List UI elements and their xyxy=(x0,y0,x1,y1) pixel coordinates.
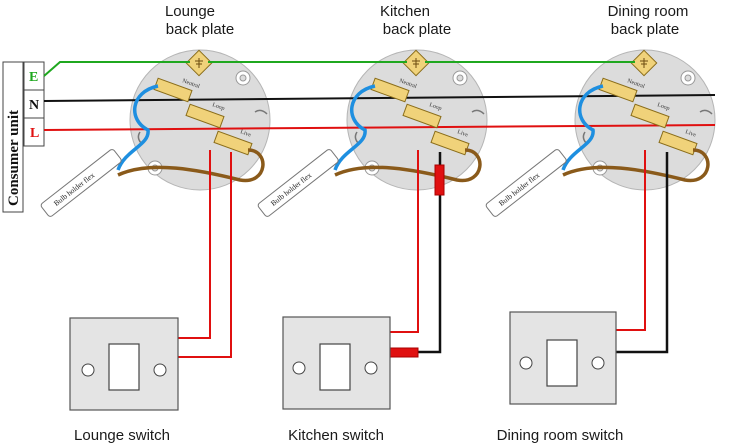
live-terminal-label: L xyxy=(30,126,39,141)
back-plate-title: Dining room xyxy=(608,3,689,20)
back-plate-title: back plate xyxy=(383,21,451,38)
loop-label: Loop xyxy=(211,102,225,112)
consumer-unit-label: Consumer unit xyxy=(6,110,22,206)
red-sleeve-marker xyxy=(434,164,445,196)
bulb-holder-flex-label: Bulb holder flex xyxy=(52,170,96,208)
live-label: Live xyxy=(239,129,252,139)
screw-icon xyxy=(81,363,95,377)
bulb-holder-flex-label: Bulb holder flex xyxy=(497,170,541,208)
screw-icon xyxy=(364,361,378,375)
switch-label: Kitchen switch xyxy=(288,427,384,444)
supply-cables xyxy=(43,61,716,131)
bulb-holder-flex-label: Bulb holder flex xyxy=(269,170,313,208)
neutral-label: Neutral xyxy=(398,78,417,90)
switch-label: Dining room switch xyxy=(497,427,624,444)
switch-titles: Lounge switch Kitchen switch Dining room… xyxy=(74,427,623,444)
loop-label: Loop xyxy=(656,102,670,112)
loop-label: Loop xyxy=(428,102,442,112)
screw-icon xyxy=(519,356,533,370)
switch-cables xyxy=(176,150,669,358)
back-plate-title: Lounge xyxy=(165,3,215,20)
live-label: Live xyxy=(456,129,469,139)
rocker-icon xyxy=(319,343,351,391)
back-plate-title: Kitchen xyxy=(380,3,430,20)
back-plate-title: back plate xyxy=(166,21,234,38)
earth-terminal-icon xyxy=(185,49,213,77)
switch-lounge xyxy=(69,317,179,411)
back-plate-title: back plate xyxy=(611,21,679,38)
screw-icon xyxy=(591,356,605,370)
earth-terminals xyxy=(185,49,658,77)
live-label: Live xyxy=(684,129,697,139)
earth-terminal-label: E xyxy=(29,70,38,85)
switch-label: Lounge switch xyxy=(74,427,170,444)
rocker-icon xyxy=(108,343,140,391)
back-plate-titles: Lounge back plate Kitchen back plate Din… xyxy=(165,3,688,38)
terminal-blocks xyxy=(153,77,698,156)
switch-kitchen xyxy=(282,316,391,410)
screw-icon xyxy=(292,361,306,375)
neutral-label: Neutral xyxy=(181,78,200,90)
terminal-labels: Neutral Loop Live Neutral Loop Live Neut… xyxy=(181,78,697,139)
red-sleeve-marker xyxy=(387,347,419,358)
screw-icon xyxy=(153,363,167,377)
consumer-unit: Consumer unit E N L xyxy=(2,61,45,213)
earth-terminal-icon xyxy=(402,49,430,77)
switch-dining xyxy=(509,311,617,405)
neutral-label: Neutral xyxy=(626,78,645,90)
earth-terminal-icon xyxy=(630,49,658,77)
rocker-icon xyxy=(546,339,578,387)
neutral-terminal-label: N xyxy=(29,98,39,113)
